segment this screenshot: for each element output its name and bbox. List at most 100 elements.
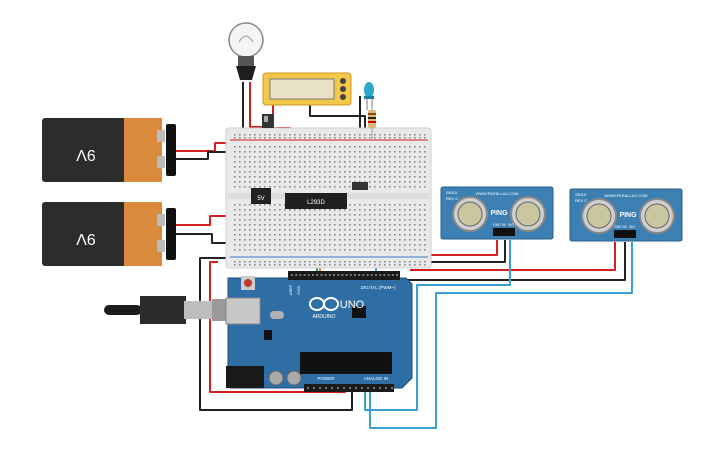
breadboard-hole [334, 146, 336, 148]
breadboard-hole [394, 209, 396, 211]
breadboard-hole [419, 176, 421, 178]
breadboard-hole [419, 261, 421, 263]
breadboard-hole [304, 176, 306, 178]
breadboard-hole [409, 219, 411, 221]
breadboard-hole [399, 176, 401, 178]
breadboard-hole [379, 244, 381, 246]
breadboard-hole [349, 214, 351, 216]
sensor-2-pin-5v: 5V [623, 225, 628, 229]
breadboard-hole [414, 156, 416, 158]
breadboard-hole [389, 261, 391, 263]
header-pin [362, 274, 365, 276]
breadboard-hole [279, 234, 281, 236]
breadboard-hole [249, 264, 251, 266]
breadboard-hole [234, 249, 236, 251]
breadboard-hole [284, 239, 286, 241]
breadboard-hole [349, 161, 351, 163]
breadboard-hole [274, 181, 276, 183]
breadboard-hole [289, 176, 291, 178]
breadboard-hole [394, 166, 396, 168]
breadboard-hole [384, 209, 386, 211]
breadboard-hole [249, 176, 251, 178]
breadboard-hole [384, 161, 386, 163]
breadboard-hole [244, 244, 246, 246]
breadboard-hole [424, 261, 426, 263]
breadboard-hole [369, 264, 371, 266]
breadboard-hole [369, 214, 371, 216]
sensor-1-rev: REV C [446, 196, 458, 201]
breadboard-hole [374, 204, 376, 206]
breadboard-hole [379, 186, 381, 188]
breadboard-hole [284, 181, 286, 183]
breadboard-hole [404, 249, 406, 251]
breadboard-hole [384, 171, 386, 173]
breadboard-hole [294, 249, 296, 251]
breadboard-hole [304, 209, 306, 211]
breadboard-hole [234, 166, 236, 168]
breadboard-hole [364, 146, 366, 148]
breadboard-hole [239, 151, 241, 153]
breadboard-hole [354, 146, 356, 148]
breadboard-hole [259, 239, 261, 241]
breadboard-hole [364, 234, 366, 236]
breadboard-hole [284, 151, 286, 153]
breadboard-hole [274, 229, 276, 231]
breadboard-hole [314, 224, 316, 226]
breadboard-hole [249, 161, 251, 163]
breadboard-hole [289, 244, 291, 246]
breadboard-hole [304, 264, 306, 266]
breadboard-hole [299, 249, 301, 251]
breadboard-hole [409, 234, 411, 236]
breadboard-hole [349, 151, 351, 153]
breadboard-hole [394, 264, 396, 266]
breadboard-hole [414, 224, 416, 226]
breadboard-hole [414, 166, 416, 168]
breadboard-hole [244, 264, 246, 266]
breadboard-hole [274, 209, 276, 211]
breadboard-hole [259, 214, 261, 216]
breadboard-hole [234, 171, 236, 173]
breadboard-hole [289, 224, 291, 226]
breadboard-hole [244, 229, 246, 231]
breadboard-hole [399, 249, 401, 251]
breadboard-hole [349, 261, 351, 263]
breadboard-hole [409, 161, 411, 163]
breadboard-hole [344, 151, 346, 153]
breadboard-hole [339, 219, 341, 221]
breadboard-hole [264, 204, 266, 206]
breadboard-hole [319, 239, 321, 241]
breadboard-hole [359, 264, 361, 266]
breadboard-hole [409, 204, 411, 206]
breadboard-hole [324, 151, 326, 153]
breadboard-hole [239, 176, 241, 178]
breadboard-hole [274, 264, 276, 266]
usb-cable [104, 296, 228, 324]
breadboard-hole [419, 219, 421, 221]
breadboard-hole [239, 264, 241, 266]
breadboard-hole [309, 137, 311, 139]
breadboard-hole [329, 239, 331, 241]
breadboard-hole [249, 166, 251, 168]
breadboard-hole [234, 234, 236, 236]
breadboard-hole [329, 234, 331, 236]
breadboard-hole [234, 137, 236, 139]
breadboard-hole [369, 204, 371, 206]
breadboard-hole [284, 234, 286, 236]
breadboard-hole [294, 214, 296, 216]
breadboard-hole [399, 264, 401, 266]
breadboard-hole [244, 161, 246, 163]
breadboard-hole [294, 209, 296, 211]
breadboard-hole [284, 249, 286, 251]
breadboard-hole [279, 137, 281, 139]
breadboard-hole [404, 224, 406, 226]
breadboard-hole [399, 219, 401, 221]
breadboard-hole [244, 171, 246, 173]
breadboard-hole [269, 186, 271, 188]
breadboard-hole [244, 209, 246, 211]
breadboard-hole [269, 146, 271, 148]
breadboard-hole [299, 234, 301, 236]
breadboard-hole [279, 209, 281, 211]
breadboard-hole [404, 176, 406, 178]
breadboard-hole [324, 137, 326, 139]
breadboard-hole [254, 156, 256, 158]
